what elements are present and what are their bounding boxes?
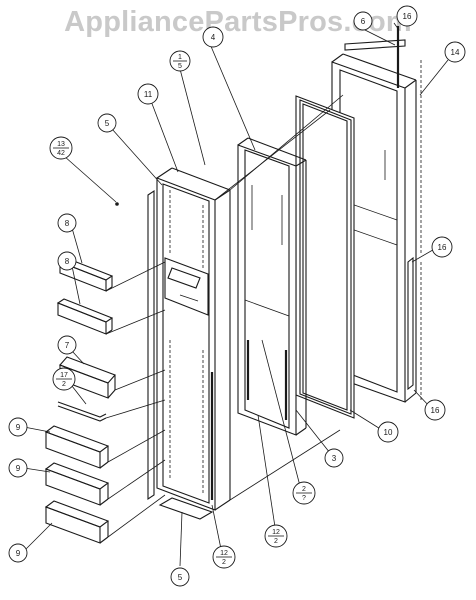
svg-text:7: 7 xyxy=(65,341,70,350)
inner-liner-frame xyxy=(237,137,307,436)
svg-text:2: 2 xyxy=(302,486,306,493)
svg-text:8: 8 xyxy=(65,257,70,266)
callout-10: 10 xyxy=(377,421,399,443)
door-bin-large-1 xyxy=(44,425,110,469)
door-bin-large-3 xyxy=(44,500,110,544)
svg-text:3: 3 xyxy=(332,454,337,463)
svg-text:6: 6 xyxy=(361,17,366,26)
svg-text:17: 17 xyxy=(60,372,68,379)
svg-text:13: 13 xyxy=(57,141,65,148)
bin-wire-rail xyxy=(57,401,107,422)
callout-1-5: 1 5 xyxy=(169,50,191,72)
callout-16-mid: 16 xyxy=(431,236,453,258)
svg-text:9: 9 xyxy=(16,464,21,473)
callout-9-c: 9 xyxy=(8,543,28,563)
callout-14: 14 xyxy=(444,41,466,63)
door-top-strip xyxy=(344,26,406,88)
svg-text:2: 2 xyxy=(222,559,226,566)
callout-12-2-b: 12 2 xyxy=(212,545,236,569)
callout-9-a: 9 xyxy=(8,417,28,437)
right-strip xyxy=(407,256,414,391)
svg-text:14: 14 xyxy=(451,48,460,57)
callout-11: 11 xyxy=(137,83,159,105)
callout-5-bottom: 5 xyxy=(170,567,190,587)
screw xyxy=(115,202,119,206)
door-bin-small-2 xyxy=(56,298,114,335)
svg-text:10: 10 xyxy=(384,428,393,437)
callout-17-2: 17 2 xyxy=(52,367,76,391)
callout-12-2-a: 12 2 xyxy=(264,524,288,548)
callout-6-top: 6 xyxy=(353,11,373,31)
svg-text:2: 2 xyxy=(274,538,278,545)
callout-8-b: 8 xyxy=(57,251,77,271)
svg-text:12: 12 xyxy=(272,529,280,536)
callout-2: 2 ? xyxy=(292,481,316,505)
callout-5-top: 5 xyxy=(97,113,117,133)
door-gasket xyxy=(295,95,355,419)
door-bin-large-2 xyxy=(44,462,110,506)
callout-9-b: 9 xyxy=(8,458,28,478)
callout-16-top: 16 xyxy=(396,5,418,27)
svg-text:42: 42 xyxy=(57,150,65,157)
svg-text:16: 16 xyxy=(431,406,440,415)
svg-text:9: 9 xyxy=(16,549,21,558)
callout-7: 7 xyxy=(57,335,77,355)
assembly-lines xyxy=(105,94,344,538)
svg-text:2: 2 xyxy=(62,381,66,388)
callout-16-bot: 16 xyxy=(424,399,446,421)
svg-text:12: 12 xyxy=(220,550,228,557)
callout-3: 3 xyxy=(324,448,344,468)
svg-text:16: 16 xyxy=(403,12,412,21)
leader-lines xyxy=(23,22,449,567)
callout-13-42: 13 42 xyxy=(49,136,73,160)
callout-8-a: 8 xyxy=(57,213,77,233)
svg-text:1: 1 xyxy=(178,54,182,61)
svg-text:16: 16 xyxy=(438,243,447,252)
svg-text:11: 11 xyxy=(144,90,153,99)
left-rail xyxy=(147,189,155,501)
bottom-plate xyxy=(158,497,214,520)
svg-text:?: ? xyxy=(302,495,306,502)
svg-text:5: 5 xyxy=(105,119,110,128)
svg-text:8: 8 xyxy=(65,219,70,228)
svg-text:5: 5 xyxy=(178,63,182,70)
door-liner xyxy=(156,167,231,511)
svg-text:5: 5 xyxy=(178,573,183,582)
svg-text:4: 4 xyxy=(211,33,216,42)
svg-text:9: 9 xyxy=(16,423,21,432)
callout-4: 4 xyxy=(202,26,224,48)
